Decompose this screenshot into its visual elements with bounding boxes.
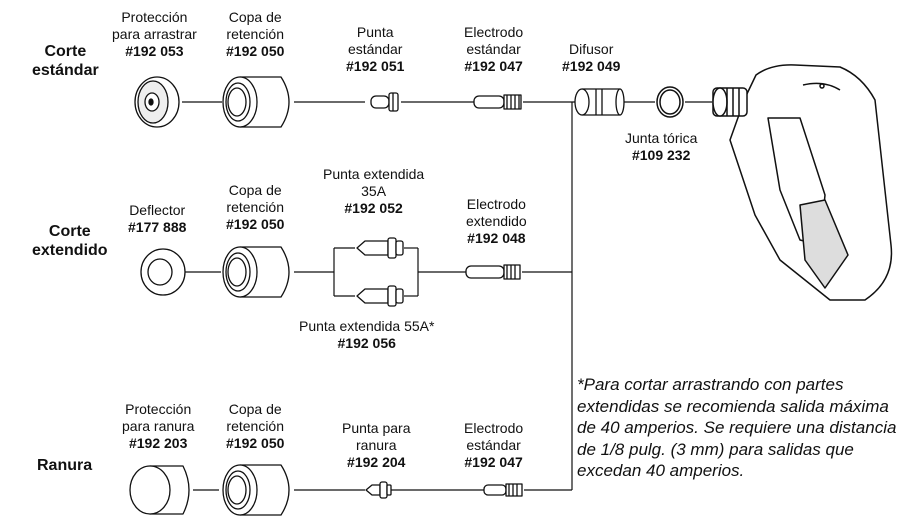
extended-tip-55a-part	[356, 285, 404, 307]
label-extended-tip-55a: Punta extendida 55A* #192 056	[299, 318, 435, 351]
extended-tip-35a-part	[356, 237, 404, 259]
torch-handle	[712, 64, 893, 301]
gouge-shield-part	[129, 465, 190, 515]
extended-electrode-part	[465, 264, 521, 280]
label-extended-tip-35a: Punta extendida 35A #192 052	[323, 166, 425, 216]
label-diffuser: Difusor #192 049	[562, 41, 621, 74]
label-standard-electrode: Electrodo estándar #192 047	[464, 24, 524, 74]
label-o-ring: Junta tórica #109 232	[625, 130, 698, 163]
label-gouge-electrode: Electrodo estándar #192 047	[464, 420, 524, 470]
footnote: *Para cortar arrastrando con partes exte…	[577, 375, 897, 480]
deflector-part	[140, 248, 186, 296]
label-retaining-cup: Copa de retención #192 050	[226, 401, 285, 451]
label-deflector: Deflector #177 888	[128, 202, 187, 235]
label-gouge-tip: Punta para ranura #192 204	[342, 420, 411, 470]
diffuser-part	[574, 88, 625, 116]
label-retaining-cup: Copa de retención #192 050	[226, 182, 285, 232]
label-extended-electrode: Electrodo extendido #192 048	[466, 196, 527, 246]
retaining-cup-part	[222, 464, 290, 516]
label-retaining-cup: Copa de retención #192 050	[226, 9, 285, 59]
retaining-cup-part	[222, 76, 290, 128]
label-standard-tip: Punta estándar #192 051	[346, 24, 405, 74]
standard-electrode-part	[483, 483, 523, 497]
label-gouge-shield: Protección para ranura #192 203	[122, 401, 195, 451]
gouge-tip-part	[365, 481, 392, 499]
drag-shield-part	[134, 76, 180, 128]
standard-electrode-part	[473, 94, 522, 110]
standard-tip-part	[370, 92, 399, 112]
o-ring-part	[656, 86, 684, 118]
retaining-cup-part	[222, 246, 290, 298]
connector-lines	[182, 101, 712, 491]
row-label-gouge: Ranura	[37, 457, 93, 474]
label-drag-shield: Protección para arrastrar #192 053	[112, 9, 197, 59]
